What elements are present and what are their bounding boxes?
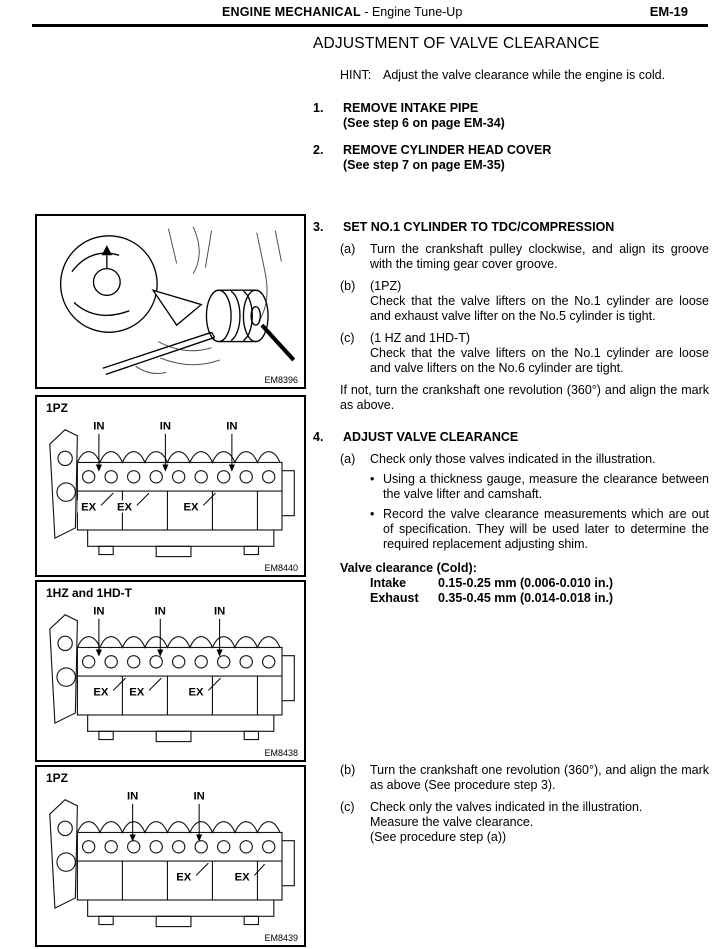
step-4b: (b) Turn the crankshaft one revolution (… [313, 763, 709, 793]
valve-clearance-spec: Valve clearance (Cold): Intake 0.15-0.25… [313, 561, 709, 606]
section-step-4: 4. ADJUST VALVE CLEARANCE (a) Check only… [313, 430, 709, 606]
step-2-title: REMOVE CYLINDER HEAD COVER [343, 143, 552, 157]
step-4b-text: Turn the crankshaft one revolution (360°… [370, 763, 709, 792]
step-2-heading: 2. REMOVE CYLINDER HEAD COVER [313, 143, 709, 158]
step-3b-label: (b) [340, 279, 356, 293]
step-3b: (b) (1PZ) Check that the valve lifters o… [313, 279, 709, 324]
exhaust-label: EX [117, 502, 133, 514]
step-4b-label: (b) [340, 763, 356, 777]
figure-model-label: 1PZ [44, 771, 71, 785]
hint-label: HINT: [340, 68, 372, 82]
spec-intake-value: 0.15-0.25 mm (0.006-0.010 in.) [438, 576, 614, 590]
step-1-title: REMOVE INTAKE PIPE [343, 101, 479, 115]
step-2-reference: (See step 7 on page EM-35) [343, 158, 505, 172]
page-header: ENGINE MECHANICAL - Engine Tune-Up EM-19 [32, 3, 708, 27]
figure-code: EM8440 [262, 563, 300, 573]
step-4-number: 4. [313, 430, 324, 444]
header-section: ENGINE MECHANICAL [222, 5, 361, 19]
step-4c: (c) Check only the valves indicated in t… [313, 800, 709, 845]
step-4c-line-2: Measure the valve clearance. [370, 815, 534, 829]
step-4c-line-1: Check only the valves indicated in the i… [370, 800, 643, 814]
step-4a-bullet-2-text: Record the valve clearance measurements … [383, 507, 709, 551]
step-3c-text: Check that the valve lifters on the No.1… [370, 346, 709, 375]
page-title: ADJUSTMENT OF VALVE CLEARANCE [313, 35, 600, 52]
step-3a-text: Turn the crankshaft pulley clockwise, an… [370, 242, 709, 271]
exhaust-label: EX [183, 502, 199, 514]
figure-engine-1pz-second: 1PZ IN IN [35, 765, 306, 947]
bullet-icon: • [370, 472, 375, 486]
exhaust-label: EX [93, 687, 109, 699]
header-subtitle: - Engine Tune-Up [364, 5, 463, 19]
step-4-title: ADJUST VALVE CLEARANCE [343, 430, 519, 444]
crankshaft-pulley-illustration [59, 226, 296, 376]
spec-exhaust-row: Exhaust 0.35-0.45 mm (0.014-0.018 in.) [340, 591, 709, 606]
step-3-number: 3. [313, 220, 324, 234]
intake-label: IN [93, 421, 104, 433]
section-intro: ADJUSTMENT OF VALVE CLEARANCE HINT: Adju… [313, 34, 709, 173]
step-4c-line-3: (See procedure step (a)) [370, 830, 507, 844]
engine-1hz-1hdt-illustration: IN IN IN EX EX EX [49, 606, 295, 743]
step-4c-label: (c) [340, 800, 355, 814]
figure-code: EM8396 [262, 375, 300, 385]
step-3a-label: (a) [340, 242, 356, 256]
step-3-note: If not, turn the crankshaft one revoluti… [340, 383, 709, 412]
figure-code: EM8439 [262, 933, 300, 943]
section-step-4-bc: (b) Turn the crankshaft one revolution (… [313, 763, 709, 845]
exhaust-label: EX [129, 687, 145, 699]
step-4a: (a) Check only those valves indicated in… [313, 452, 709, 467]
exhaust-label: EX [189, 687, 205, 699]
intake-label: IN [226, 421, 237, 433]
step-1-number: 1. [313, 101, 324, 115]
intake-label: IN [214, 606, 225, 618]
header-title: ENGINE MECHANICAL - Engine Tune-Up [222, 5, 462, 19]
step-4a-label: (a) [340, 452, 356, 466]
step-3b-model: (1PZ) [370, 279, 402, 293]
spec-intake-row: Intake 0.15-0.25 mm (0.006-0.010 in.) [340, 576, 709, 591]
figure-engine-1pz: 1PZ IN IN IN [35, 395, 306, 577]
exhaust-label: EX [81, 502, 97, 514]
step-2-number: 2. [313, 143, 324, 157]
hint-row: HINT: Adjust the valve clearance while t… [313, 68, 709, 83]
figure-model-label: 1HZ and 1HD-T [44, 586, 135, 600]
exhaust-label: EX [235, 872, 251, 884]
spec-title: Valve clearance (Cold): [340, 561, 477, 575]
bullet-icon: • [370, 507, 375, 521]
figure-code: EM8438 [262, 748, 300, 758]
engine-1pz-illustration: IN IN IN EX EX EX [49, 421, 295, 558]
step-4a-bullet-1: • Using a thickness gauge, measure the c… [313, 472, 709, 502]
step-3c: (c) (1 HZ and 1HD-T) Check that the valv… [313, 331, 709, 376]
spec-exhaust-label: Exhaust [370, 591, 419, 605]
intake-label: IN [194, 791, 205, 803]
step-3b-text: Check that the valve lifters on the No.1… [370, 294, 709, 323]
step-3c-model: (1 HZ and 1HD-T) [370, 331, 471, 345]
hint-text: Adjust the valve clearance while the eng… [383, 68, 666, 82]
intake-label: IN [93, 606, 104, 618]
step-3-title: SET NO.1 CYLINDER TO TDC/COMPRESSION [343, 220, 615, 234]
intake-label: IN [155, 606, 166, 618]
intake-label: IN [127, 791, 138, 803]
step-1-heading: 1. REMOVE INTAKE PIPE [313, 101, 709, 116]
exhaust-label: EX [176, 872, 192, 884]
step-3-heading: 3. SET NO.1 CYLINDER TO TDC/COMPRESSION [313, 220, 709, 235]
figure-model-label: 1PZ [44, 401, 71, 415]
spec-exhaust-value: 0.35-0.45 mm (0.014-0.018 in.) [438, 591, 614, 605]
page-number: EM-19 [649, 4, 688, 19]
step-1-reference: (See step 6 on page EM-34) [343, 116, 505, 130]
spec-intake-label: Intake [370, 576, 407, 590]
step-4a-bullet-2: • Record the valve clearance measurement… [313, 507, 709, 552]
engine-1pz-second-illustration: IN IN EX EX [49, 791, 295, 928]
figure-crankshaft-pulley: EM8396 [35, 214, 306, 389]
section-step-3: 3. SET NO.1 CYLINDER TO TDC/COMPRESSION … [313, 220, 709, 413]
figure-engine-1hz-1hdt: 1HZ and 1HD-T IN IN IN [35, 580, 306, 762]
step-4a-bullet-1-text: Using a thickness gauge, measure the cle… [383, 472, 709, 501]
step-4a-text: Check only those valves indicated in the… [370, 452, 656, 466]
step-3c-label: (c) [340, 331, 355, 345]
intake-label: IN [160, 421, 171, 433]
step-4-heading: 4. ADJUST VALVE CLEARANCE [313, 430, 709, 445]
step-3a: (a) Turn the crankshaft pulley clockwise… [313, 242, 709, 272]
